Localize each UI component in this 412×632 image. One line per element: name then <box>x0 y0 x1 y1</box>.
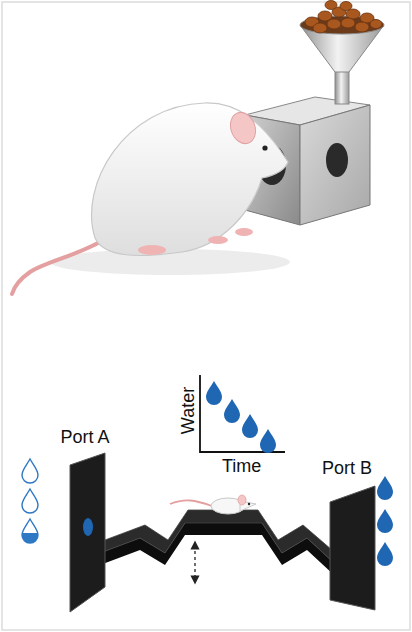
full-drop <box>377 476 393 500</box>
rat-foot <box>208 236 228 244</box>
rat-tail <box>12 242 100 294</box>
half-drop <box>22 519 38 543</box>
mouse-ear <box>238 495 246 505</box>
empty-drop <box>22 459 38 483</box>
rat-foot <box>235 228 253 236</box>
linear-track <box>100 510 334 580</box>
port-wall <box>330 486 375 610</box>
water-drops-port-b <box>377 476 393 566</box>
axis-label: Water <box>178 387 199 434</box>
empty-drop <box>22 489 38 513</box>
axis-label: Time <box>222 456 261 477</box>
graph-drop <box>242 414 258 438</box>
rat-ear <box>226 109 259 147</box>
feeder-hole <box>326 143 348 177</box>
port-label: Port A <box>38 427 132 448</box>
mouse-eye <box>248 503 250 505</box>
mouse-tail <box>170 500 212 506</box>
food-funnel <box>300 1 384 105</box>
graph-axes <box>200 375 285 452</box>
track-top <box>100 510 334 563</box>
full-drop <box>377 542 393 566</box>
graph-drop <box>224 399 240 423</box>
rat <box>92 103 288 256</box>
water-time-graph <box>200 375 285 453</box>
mouse <box>170 495 256 514</box>
port-label: Port B <box>300 458 394 479</box>
height-arrow <box>194 545 195 580</box>
box-right-face <box>300 105 370 225</box>
water-spout <box>83 518 93 536</box>
port-panel <box>300 458 394 618</box>
water-drops-port-a <box>22 459 38 543</box>
port-wall <box>70 453 105 612</box>
rat-body <box>92 103 288 256</box>
graph-drop <box>260 429 276 453</box>
graph-drop <box>206 381 222 405</box>
full-drop <box>377 509 393 533</box>
water-port: Port A <box>38 427 132 619</box>
funnel-tube <box>335 70 349 104</box>
port-panel <box>38 427 132 619</box>
food-pellets <box>305 1 382 34</box>
rat-foot <box>138 245 166 255</box>
water-port: Port B <box>300 458 394 618</box>
rat-eye <box>262 145 267 150</box>
